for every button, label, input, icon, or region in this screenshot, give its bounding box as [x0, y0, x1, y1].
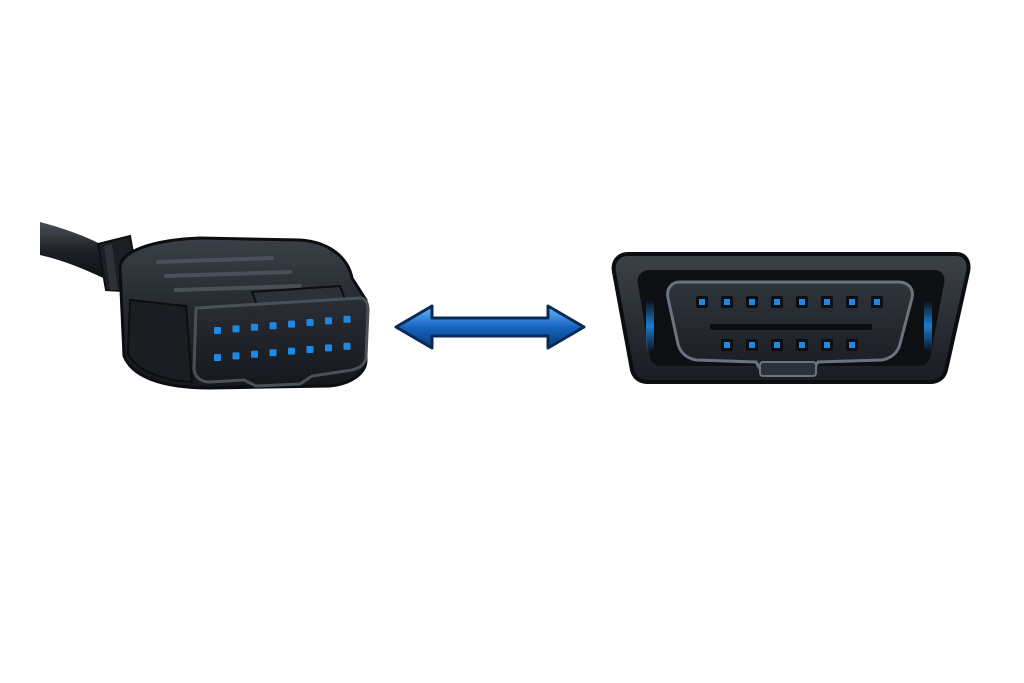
- female-pin-bottom: [846, 339, 858, 351]
- cable: [40, 222, 112, 282]
- female-pin-top: [821, 296, 833, 308]
- port-key-slot: [710, 324, 872, 330]
- grip-ridges: [156, 256, 302, 292]
- male-pin-bottom: [251, 350, 258, 358]
- male-pin-top: [306, 319, 314, 326]
- female-pin-top: [796, 296, 808, 308]
- arrow-shape: [394, 304, 586, 350]
- male-pin-bottom: [288, 347, 295, 355]
- female-pin-top: [746, 296, 758, 308]
- female-pin-top: [696, 296, 708, 308]
- male-pin-bottom: [269, 349, 277, 357]
- female-pin-top: [846, 296, 858, 308]
- female-pin-top: [771, 296, 783, 308]
- male-pin-bottom: [325, 344, 332, 352]
- male-pin-bottom: [343, 342, 351, 350]
- male-pin-top: [269, 322, 277, 330]
- obd2-female-port-icon: [611, 252, 971, 384]
- plug-face: [192, 296, 370, 388]
- female-pin-bottom: [721, 339, 733, 351]
- male-pin-top: [232, 325, 240, 333]
- female-pin-bottom: [771, 339, 783, 351]
- male-pin-top: [251, 323, 258, 331]
- male-pin-bottom: [306, 346, 314, 353]
- female-pin-top: [871, 296, 883, 308]
- female-pin-top: [721, 296, 733, 308]
- obd2-male-plug-icon: [40, 222, 370, 390]
- male-pin-top: [325, 317, 332, 325]
- female-pin-bottom: [746, 339, 758, 351]
- male-pin-top: [288, 320, 295, 328]
- male-pin-bottom: [232, 352, 240, 360]
- female-pin-bottom: [796, 339, 808, 351]
- male-pin-top: [343, 315, 351, 323]
- male-pin-top: [214, 327, 221, 334]
- male-pin-array: [214, 315, 351, 361]
- male-pin-bottom: [214, 354, 221, 361]
- female-pin-bottom: [821, 339, 833, 351]
- double-headed-arrow-icon: [394, 304, 586, 350]
- female-pin-array: [696, 296, 883, 351]
